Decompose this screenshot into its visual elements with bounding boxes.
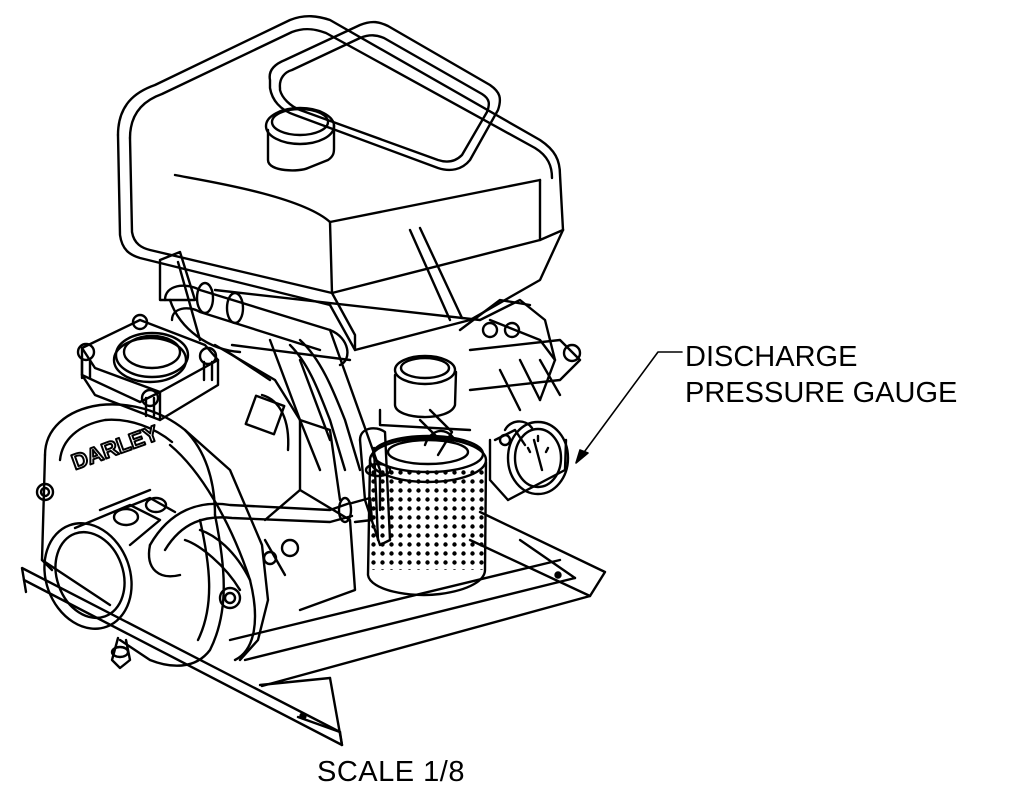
callout-label-line-1: DISCHARGE bbox=[685, 341, 858, 373]
scale-label: SCALE 1/8 bbox=[317, 756, 465, 788]
engine-cover bbox=[116, 15, 565, 352]
discharge-elbow bbox=[378, 354, 472, 432]
callout-leader bbox=[575, 351, 683, 464]
base-frame bbox=[20, 510, 607, 747]
pressure-gauge bbox=[488, 420, 570, 502]
side-hose bbox=[358, 427, 392, 547]
discharge-flange bbox=[76, 313, 220, 422]
suction-inlet bbox=[43, 488, 177, 630]
callout-label-line-2: PRESSURE GAUGE bbox=[685, 377, 958, 409]
pump-body bbox=[213, 343, 357, 612]
primer-hose bbox=[147, 496, 374, 592]
